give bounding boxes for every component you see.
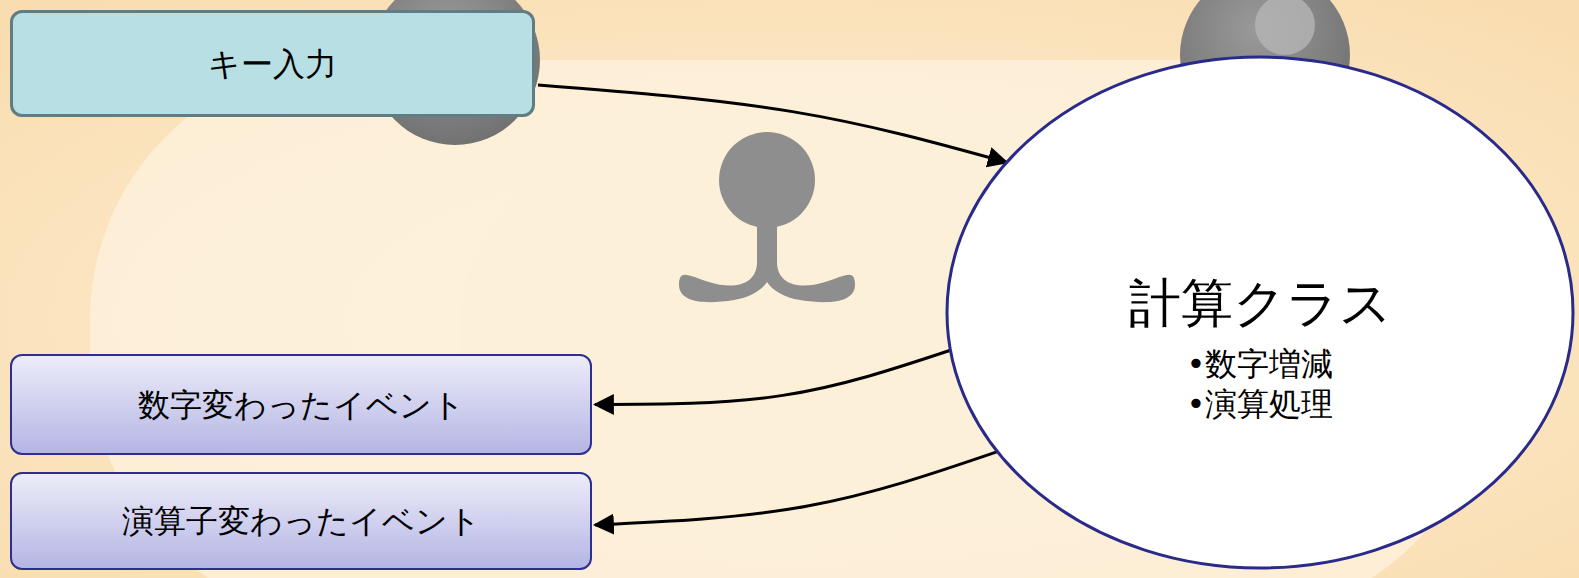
node-title: キー入力 [208, 44, 337, 84]
class-ellipse: 計算クラス •数字増減•演算処理 [945, 55, 1575, 570]
node-item: •数字増減 [1187, 344, 1334, 384]
node-title: 演算子変わったイベント [122, 501, 481, 541]
event-box: 演算子変わったイベント [10, 472, 592, 570]
bear-mouth [679, 220, 855, 302]
node-title: 計算クラス [1129, 271, 1392, 336]
arrow-connector [595, 350, 950, 404]
arrow-connector [538, 85, 1007, 162]
node-title: 数字変わったイベント [138, 385, 465, 425]
bear-nose [719, 132, 815, 228]
ellipse-shape [947, 57, 1573, 568]
node-item: •演算処理 [1187, 384, 1334, 424]
event-box: 数字変わったイベント [10, 354, 592, 455]
input-box: キー入力 [10, 10, 535, 117]
eye-highlight [1255, 0, 1315, 55]
arrow-connector [595, 452, 997, 525]
